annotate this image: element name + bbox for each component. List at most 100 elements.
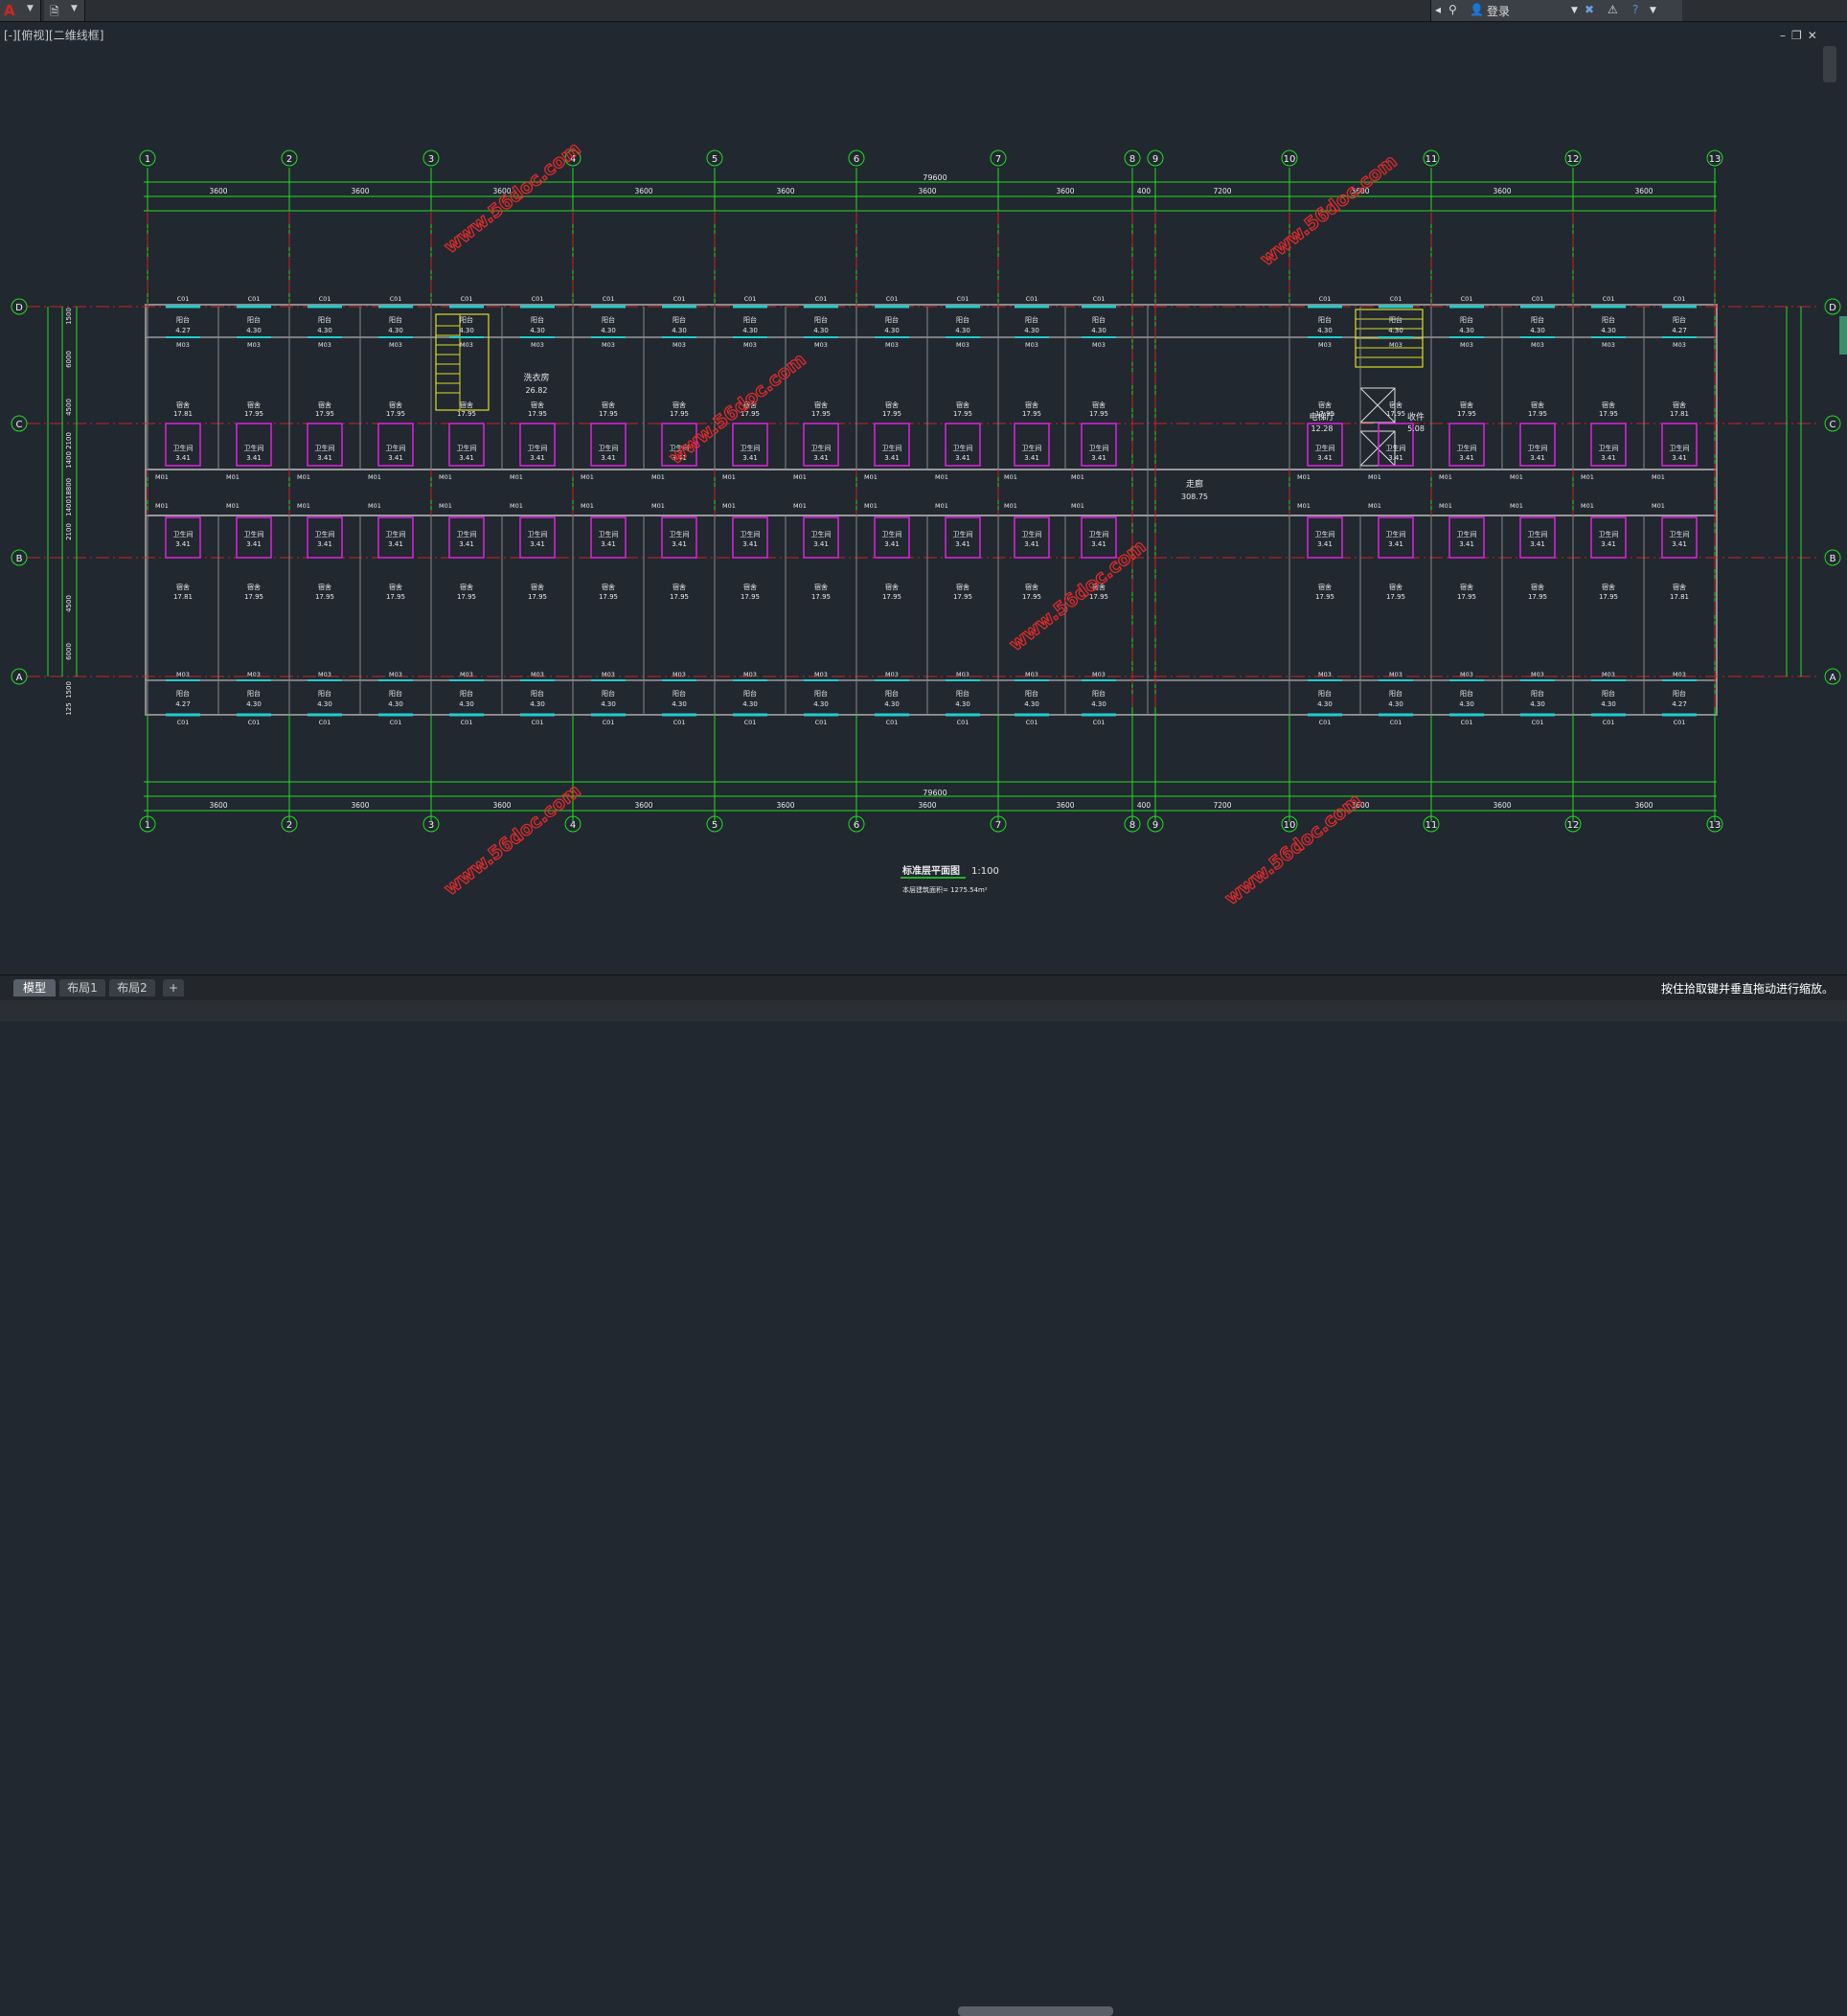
chevron-down-icon[interactable]: ▼ <box>1650 6 1656 15</box>
login-button[interactable]: 登录 <box>1487 5 1511 18</box>
add-layout-button[interactable]: + <box>163 979 184 997</box>
door-tag: M03 <box>1602 671 1615 678</box>
window-tag: C01 <box>1093 719 1106 726</box>
bay-dimension: 3600 <box>634 801 652 810</box>
axis-label: 11 <box>1425 820 1438 831</box>
dorm-area: 17.95 <box>1315 410 1334 418</box>
bay-dimension: 400 <box>1137 801 1152 810</box>
bay-dimension: 3600 <box>351 801 369 810</box>
rooms: 阳台4.27宿舍17.81卫生间3.41卫生间3.41宿舍17.81阳台4.27… <box>147 295 1698 726</box>
axis-bubble <box>564 149 581 167</box>
axis-label: C <box>1830 420 1836 430</box>
window-tag: C01 <box>957 719 969 726</box>
bathroom-area: 3.41 <box>955 540 970 548</box>
balcony-area: 4.30 <box>459 700 474 708</box>
bay-dimension: 3600 <box>1351 801 1369 810</box>
door-tag: M01 <box>439 502 452 510</box>
axis-bubble <box>848 149 865 167</box>
balcony-area: 4.30 <box>601 327 616 334</box>
axis-bubble <box>1281 149 1298 167</box>
balcony-area: 4.30 <box>1388 327 1403 334</box>
balcony-label: 阳台 <box>318 315 331 324</box>
bathroom-outline <box>377 423 414 467</box>
window-tag: C01 <box>248 719 261 726</box>
quick-access-button[interactable]: 🗎 ▼ <box>44 0 85 21</box>
bathroom-area: 3.41 <box>1024 454 1039 462</box>
door-tag: M01 <box>864 502 878 510</box>
door-tag: M01 <box>1439 473 1452 481</box>
bay-dimension: 3600 <box>1056 187 1074 195</box>
binoculars-icon[interactable]: ⚲ <box>1448 3 1457 16</box>
bathroom-area: 3.41 <box>1530 540 1545 548</box>
balcony-label: 阳台 <box>389 689 402 698</box>
balcony-label: 阳台 <box>531 315 544 324</box>
door-tag: M01 <box>1439 502 1452 510</box>
bathroom-label: 卫生间 <box>244 444 264 452</box>
bathroom-label: 卫生间 <box>1386 530 1406 538</box>
dorm-area: 17.95 <box>457 410 476 418</box>
bathroom-label: 卫生间 <box>1089 444 1109 452</box>
triangle-icon[interactable]: ⚠ <box>1608 3 1618 16</box>
bathroom-outline <box>661 423 697 467</box>
bathroom-outline <box>1519 516 1556 559</box>
autocad-logo-icon: A <box>4 2 15 19</box>
dorm-label: 宿舍 <box>743 583 757 591</box>
status-message: 按住拾取键并垂直拖动进行缩放。 <box>1660 982 1834 996</box>
close-icon[interactable]: ✕ <box>1807 29 1823 42</box>
tab-layout2[interactable]: 布局2 <box>109 979 155 997</box>
tab-model[interactable]: 模型 <box>13 979 56 997</box>
window-tag: C01 <box>532 719 544 726</box>
dorm-area: 17.95 <box>882 593 901 601</box>
balcony-label: 阳台 <box>176 689 190 698</box>
balcony-label: 阳台 <box>1025 315 1038 324</box>
door-tag: M03 <box>1318 341 1332 349</box>
bathroom-label: 卫生间 <box>173 530 194 538</box>
bathroom-outline <box>1661 423 1698 467</box>
chevron-down-icon[interactable]: ▼ <box>1571 6 1578 15</box>
dorm-label: 宿舍 <box>1460 401 1473 409</box>
door-tag: M01 <box>1071 473 1084 481</box>
bay-dimension: 3600 <box>492 187 511 195</box>
axis-label: 2 <box>286 154 292 165</box>
help-icon[interactable]: ? <box>1632 3 1639 16</box>
bathroom-outline <box>448 423 485 467</box>
x-icon[interactable]: ✖ <box>1585 3 1595 16</box>
dorm-label: 宿舍 <box>318 583 331 591</box>
restore-icon[interactable]: ❐ <box>1791 29 1808 42</box>
bathroom-label: 卫生间 <box>1528 444 1548 452</box>
vertical-dimension: 18800 <box>65 478 73 499</box>
door-tag: M01 <box>1368 473 1381 481</box>
axis-label: 10 <box>1284 820 1296 831</box>
dorm-area: 17.95 <box>386 593 405 601</box>
application-menu-button[interactable]: A ▼ <box>0 0 41 21</box>
dorm-label: 宿舍 <box>956 583 969 591</box>
horizontal-scrollbar[interactable] <box>958 2006 1113 2016</box>
minimize-icon[interactable]: – <box>1780 29 1791 42</box>
window-tag: C01 <box>1026 295 1038 303</box>
dorm-label: 宿舍 <box>1602 583 1615 591</box>
tab-layout1[interactable]: 布局1 <box>59 979 105 997</box>
navigation-bar[interactable] <box>1823 46 1836 82</box>
balcony-area: 4.30 <box>1317 700 1333 708</box>
dorm-label: 宿舍 <box>247 583 261 591</box>
chevron-left-icon[interactable]: ◂ <box>1435 3 1442 16</box>
dorm-label: 宿舍 <box>743 401 757 409</box>
dorm-label: 宿舍 <box>460 401 473 409</box>
viewcube-edge[interactable] <box>1839 316 1847 355</box>
bathroom-label: 卫生间 <box>1457 444 1477 452</box>
window-tag: C01 <box>1026 719 1038 726</box>
bathroom-outline <box>165 423 201 467</box>
dorm-area: 17.81 <box>173 410 193 418</box>
viewport-label[interactable]: [-][俯视][二维线框] <box>4 29 104 42</box>
door-tag: M01 <box>510 473 523 481</box>
bathroom-outline <box>448 516 485 559</box>
dorm-area: 17.95 <box>315 593 334 601</box>
balcony-label: 阳台 <box>1602 689 1615 698</box>
door-tag: M03 <box>1025 341 1038 349</box>
balcony-label: 阳台 <box>743 689 757 698</box>
axis-label: D <box>1829 303 1836 313</box>
bay-dimension: 3600 <box>492 801 511 810</box>
bathroom-outline <box>945 423 981 467</box>
door-tag: M01 <box>439 473 452 481</box>
